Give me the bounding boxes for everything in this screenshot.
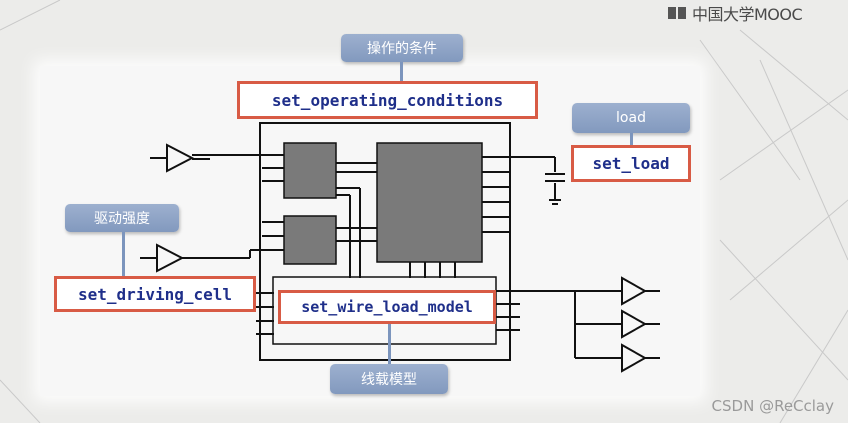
input-buffer-2 (156, 243, 185, 273)
tag-operating-conditions: 操作的条件 (341, 34, 463, 62)
command-set-driving-cell: set_driving_cell (54, 276, 256, 312)
input-buffer-1 (166, 143, 195, 173)
command-set-load: set_load (571, 145, 691, 182)
logic-block-1 (283, 142, 337, 199)
brand-name: 中国大学MOOC (692, 5, 803, 24)
chip-outline (259, 122, 511, 361)
brand-logo: 中国大学MOOC (668, 2, 803, 24)
tag-pointer-load (630, 133, 633, 147)
mooc-logo-icon (668, 7, 686, 19)
logic-block-main (376, 142, 483, 263)
wire-load-region (272, 276, 497, 345)
tag-pointer-operating (400, 62, 403, 82)
csdn-watermark: CSDN @ReCclay (711, 397, 834, 415)
logic-block-2 (283, 215, 337, 265)
tag-load: load (572, 103, 690, 133)
output-buffer-2 (621, 309, 648, 339)
tag-driving-strength: 驱动强度 (65, 204, 179, 232)
tag-pointer-wire-load (388, 320, 391, 364)
tag-pointer-driving (122, 232, 125, 277)
command-set-wire-load-model: set_wire_load_model (278, 290, 496, 324)
output-buffer-3 (621, 343, 648, 373)
output-buffer-1 (621, 276, 648, 306)
command-set-operating-conditions: set_operating_conditions (237, 81, 538, 119)
tag-wire-load-model: 线载模型 (330, 364, 448, 394)
